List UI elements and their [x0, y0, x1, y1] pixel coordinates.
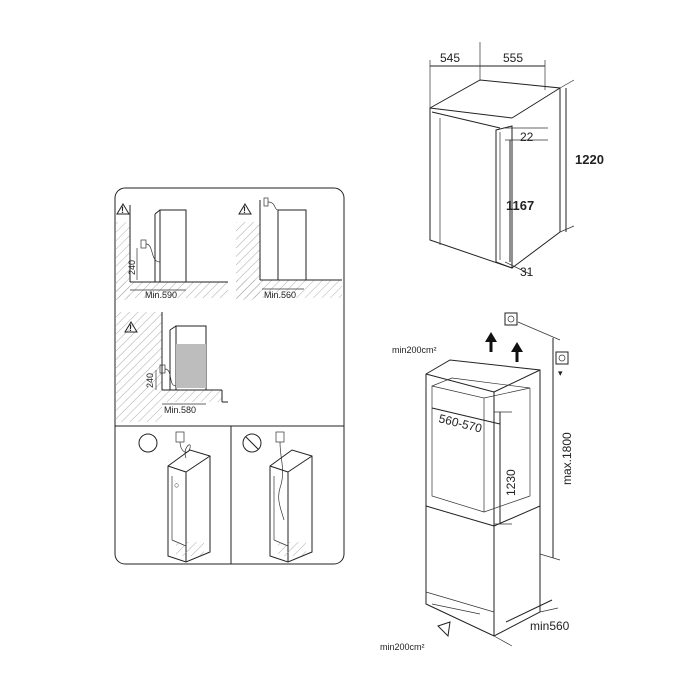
scene-b: ! Min.560: [236, 197, 342, 300]
cabinet-outline: [425, 359, 541, 637]
scene-b-min: Min.560: [264, 290, 296, 300]
svg-text:○: ○: [174, 480, 179, 490]
min-width-label: min560: [530, 619, 570, 633]
scene-c-fridge-shade: [176, 344, 206, 388]
allowed-circle-icon: [138, 433, 158, 453]
fridge-body-outline: [429, 79, 561, 269]
width-label: 555: [503, 51, 523, 65]
warning-icon: [238, 203, 252, 215]
warning-icon: [116, 203, 130, 215]
fridge-door: [495, 125, 513, 269]
total-height-label: 1220: [575, 152, 604, 167]
depth-label: 545: [440, 51, 460, 65]
warning-icon: [124, 321, 138, 333]
prohibited-icon: [242, 433, 262, 453]
cabinet-niche-drawing: ▾ min200cm² 560-570 1: [380, 312, 574, 652]
scene-a: ! 240 Min.590: [116, 203, 228, 300]
scene-b-fridge: [277, 209, 307, 281]
scene-a-height: 240: [127, 260, 137, 275]
vent-bottom-arrow: [437, 621, 451, 638]
scene-c-min: Min.580: [164, 405, 196, 415]
vent-top-label: min200cm²: [392, 345, 437, 355]
socket-icon-right: [555, 351, 569, 365]
niche-height-label: 1230: [504, 469, 518, 496]
left-instruction-panel: ! 240 Min.590 ! Min.560: [114, 187, 345, 565]
door-gap-label: 22: [520, 130, 534, 144]
vent-up-arrows: [485, 332, 523, 362]
not-allowed-install: [242, 431, 313, 563]
svg-text:!: !: [243, 205, 246, 215]
scene-a-min: Min.590: [145, 290, 177, 300]
panel-frame: [114, 187, 345, 565]
socket-icon-top: [504, 312, 518, 326]
plug-icon: ▾: [558, 368, 563, 378]
scene-a-fridge: [159, 209, 187, 283]
allowed-install: ○: [138, 431, 211, 563]
bottom-gap-label: 31: [520, 265, 534, 279]
svg-text:!: !: [129, 323, 132, 333]
scene-c: ! 240 Min.580: [116, 312, 228, 422]
svg-text:!: !: [121, 205, 124, 215]
max-height-label: max.1800: [560, 432, 574, 485]
door-height-label: 1167: [506, 198, 534, 213]
fridge-dimension-drawing: 545 555 1220 22 1167 31: [429, 42, 604, 279]
vent-bottom-label: min200cm²: [380, 642, 425, 652]
scene-c-height: 240: [145, 373, 155, 388]
